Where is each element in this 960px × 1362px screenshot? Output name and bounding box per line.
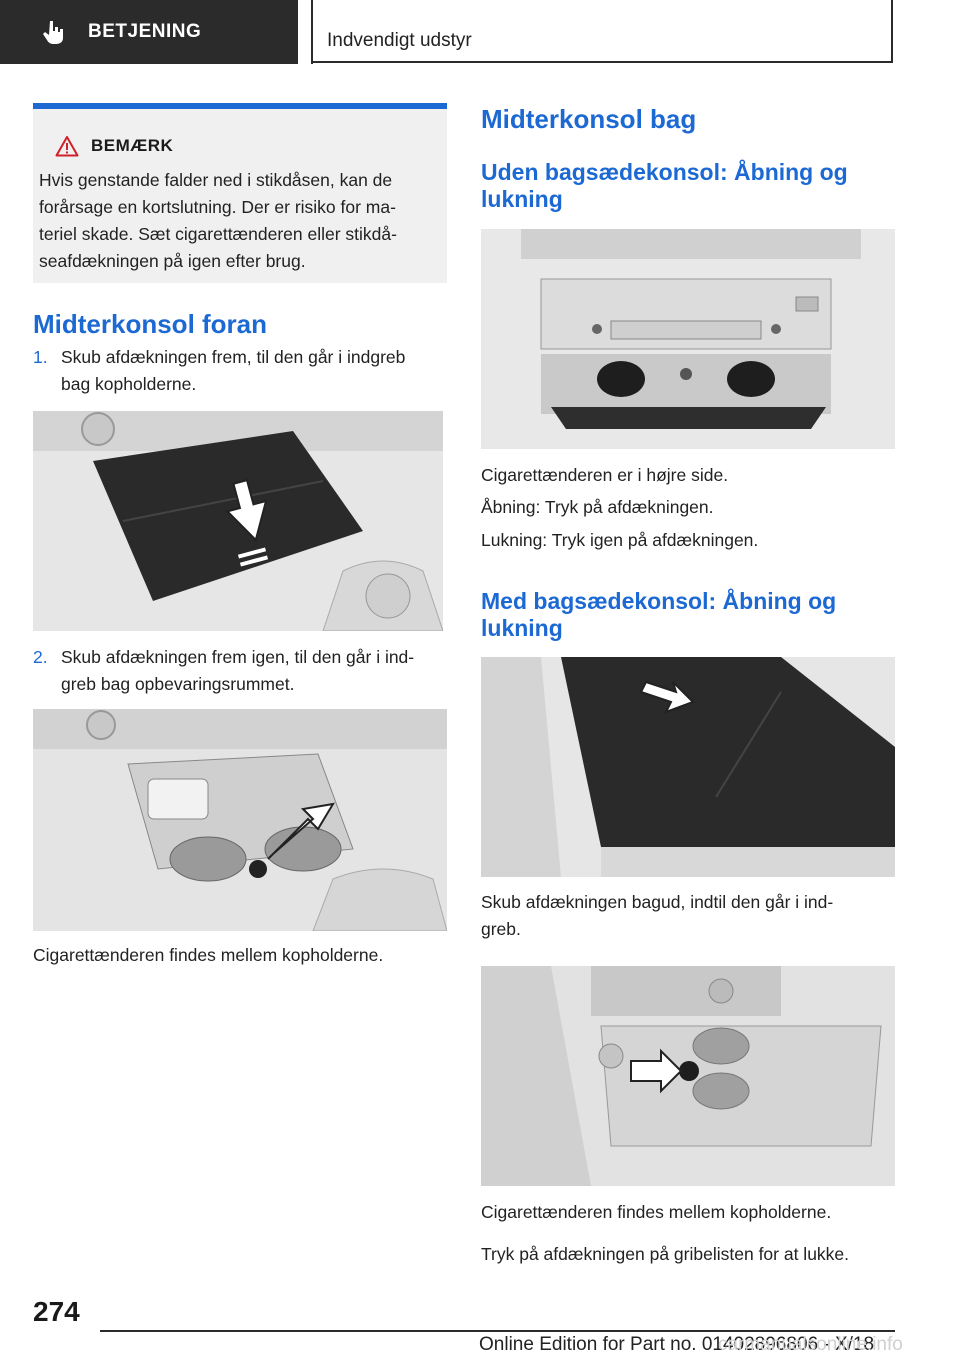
watermark: carmanualsonline.info bbox=[718, 1334, 903, 1355]
note-box: BEMÆRK Hvis genstande falder ned i stikd… bbox=[33, 103, 447, 283]
rear-info-2: Åbning: Tryk på afdækningen. bbox=[481, 497, 714, 517]
rear-info-3: Lukning: Tryk igen på afdækningen. bbox=[481, 530, 759, 550]
rear-console-cover-image bbox=[481, 657, 895, 877]
rear-console-image bbox=[481, 229, 895, 449]
heading-line: Med bagsædekonsol: Åbning og bbox=[481, 588, 837, 614]
note-title: BEMÆRK bbox=[91, 136, 174, 155]
chapter-tab-divider bbox=[311, 0, 313, 64]
close-instruction: Tryk på afdækningen på gribelisten for a… bbox=[481, 1244, 850, 1264]
note-line: forårsage en kortslutning. Der er risiko… bbox=[39, 197, 396, 217]
note-line: teriel skade. Sæt cigarettænderen eller … bbox=[39, 224, 397, 244]
step-number: 2. bbox=[33, 647, 48, 667]
step-line: bag kopholderne. bbox=[61, 374, 197, 394]
note-line: seafdækningen på igen efter brug. bbox=[39, 251, 306, 271]
section-tab: BETJENING bbox=[0, 0, 298, 64]
page-number: 274 bbox=[33, 1296, 80, 1327]
step-1: 1. Skub afdækningen frem, til den går i … bbox=[33, 344, 453, 398]
rear-console-heading: Midterkonsol bag bbox=[481, 104, 697, 134]
note-line: Hvis genstande falder ned i stikdåsen, k… bbox=[39, 170, 393, 190]
front-caption: Cigarettænderen findes mellem kopholdern… bbox=[33, 945, 384, 965]
heading-line: Uden bagsædekonsol: Åbning og bbox=[481, 159, 848, 185]
note-text: Hvis genstande falder ned i stikdåsen, k… bbox=[39, 167, 439, 275]
with-rear-console-heading: Med bagsædekonsol: Åbning og lukning bbox=[481, 588, 895, 642]
rear-caption: Cigarettænderen findes mellem kopholdern… bbox=[481, 1202, 832, 1222]
heading-line: lukning bbox=[481, 615, 563, 641]
without-rear-console-heading: Uden bagsædekonsol: Åbning og lukning bbox=[481, 159, 895, 213]
text-line: greb. bbox=[481, 919, 521, 939]
chapter-title: Indvendigt udstyr bbox=[327, 30, 472, 51]
front-console-cover-image bbox=[33, 411, 443, 631]
footer-edition: Online Edition for Part no. 01402896806 … bbox=[479, 1334, 875, 1355]
footer-rule bbox=[100, 1330, 895, 1332]
front-console-storage-image bbox=[33, 709, 447, 931]
heading-line: lukning bbox=[481, 186, 563, 212]
warning-triangle-icon bbox=[55, 136, 79, 157]
hand-pointer-icon bbox=[43, 21, 63, 44]
text-line: Skub afdækningen bagud, indtil den går i… bbox=[481, 892, 834, 912]
section-title: BETJENING bbox=[88, 21, 202, 42]
step-line: Skub afdækningen frem igen, til den går … bbox=[61, 647, 415, 667]
front-console-heading: Midterkonsol foran bbox=[33, 309, 268, 339]
rear-console-lighter-image bbox=[481, 966, 895, 1186]
step-line: greb bag opbevaringsrummet. bbox=[61, 674, 295, 694]
rear-step-text: Skub afdækningen bagud, indtil den går i… bbox=[481, 889, 895, 943]
step-2: 2. Skub afdækningen frem igen, til den g… bbox=[33, 644, 453, 698]
chapter-tab: Indvendigt udstyr bbox=[311, 0, 893, 64]
step-line: Skub afdækningen frem, til den går i ind… bbox=[61, 347, 406, 367]
rear-info-1: Cigarettænderen er i højre side. bbox=[481, 465, 729, 485]
step-number: 1. bbox=[33, 347, 48, 367]
